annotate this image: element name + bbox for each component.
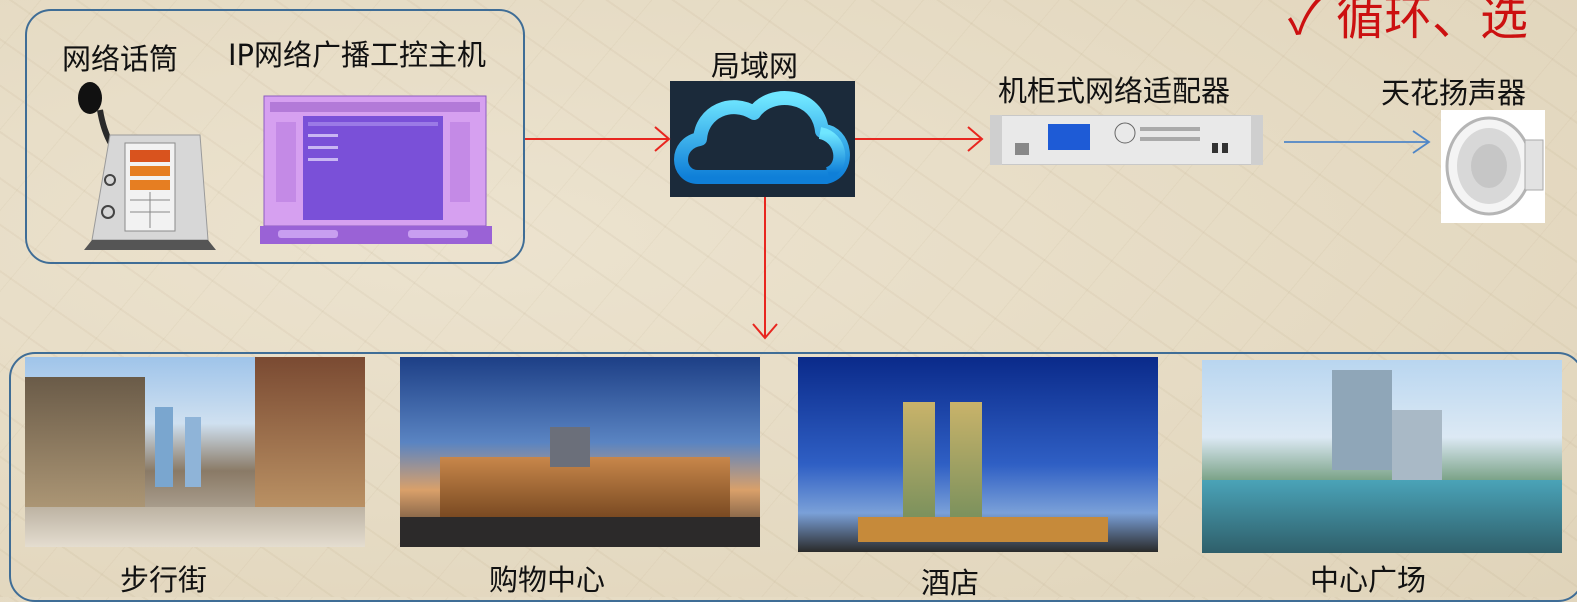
venue-label-pedestrian-street: 步行街 [120,563,208,597]
speaker-graphic [1445,116,1544,216]
venue-label-central-plaza: 中心广场 [1310,563,1427,597]
microphone-graphic [78,82,216,250]
host-label: IP网络广播工控主机 [228,38,487,72]
cloud-icon [674,91,850,184]
mic-label: 网络话筒 [62,42,179,76]
adapter-label: 机柜式网络适配器 [998,74,1231,108]
shopping-center-photo [400,357,760,547]
adapter-graphic [990,115,1263,165]
venue-label-hotel: 酒店 [921,566,980,600]
venue-label-shopping-center: 购物中心 [489,563,606,597]
host-graphic [260,95,492,244]
pedestrian-street-photo [25,357,365,547]
lan-label: 局域网 [711,49,799,83]
hotel-photo [798,357,1158,552]
rack-network-adapter-image [990,115,1263,165]
top-note: ✓ 循环、选 [1288,0,1529,46]
network-microphone-image [70,80,220,255]
speaker-label: 天花扬声器 [1381,76,1527,110]
source-group-box [25,9,525,264]
ip-broadcast-host-image [258,92,494,247]
central-plaza-photo [1202,360,1562,553]
ceiling-speaker-image [1441,110,1545,223]
lan-cloud-image [670,81,855,197]
